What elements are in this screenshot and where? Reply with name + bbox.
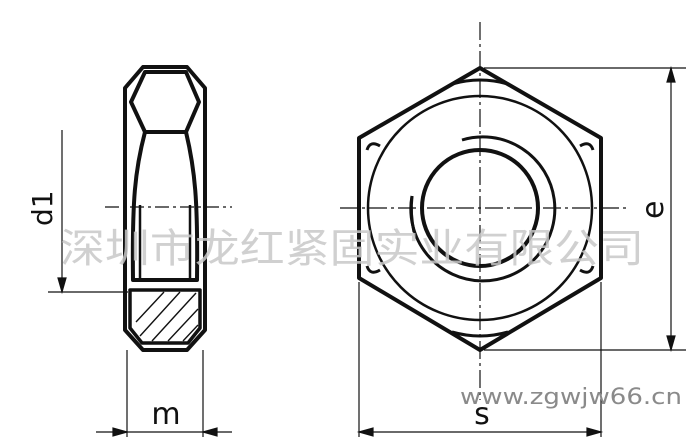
- side-view: [123, 65, 207, 352]
- section-hatching: [135, 291, 199, 342]
- thread-arc: [409, 135, 557, 283]
- thread-arc-tail: [409, 195, 416, 233]
- side-view-outline: [123, 65, 207, 352]
- s-dimension: [356, 282, 604, 437]
- m-dimension: [96, 350, 232, 437]
- e-label: e: [636, 201, 671, 219]
- s-label: s: [474, 397, 490, 432]
- company-watermark: 深圳市龙红紧固实业有限公司: [60, 226, 644, 272]
- side-view-top-hexagon: [129, 70, 201, 134]
- d1-dimension: [48, 130, 128, 295]
- side-view-bore: [130, 131, 200, 282]
- website-watermark: www.zgwjw66.cn: [460, 385, 682, 410]
- m-label: m: [151, 397, 180, 432]
- d1-label: d1: [26, 190, 59, 226]
- e-dimension: [484, 65, 686, 353]
- side-view-section: [128, 288, 202, 345]
- front-view-centerlines: [340, 22, 628, 400]
